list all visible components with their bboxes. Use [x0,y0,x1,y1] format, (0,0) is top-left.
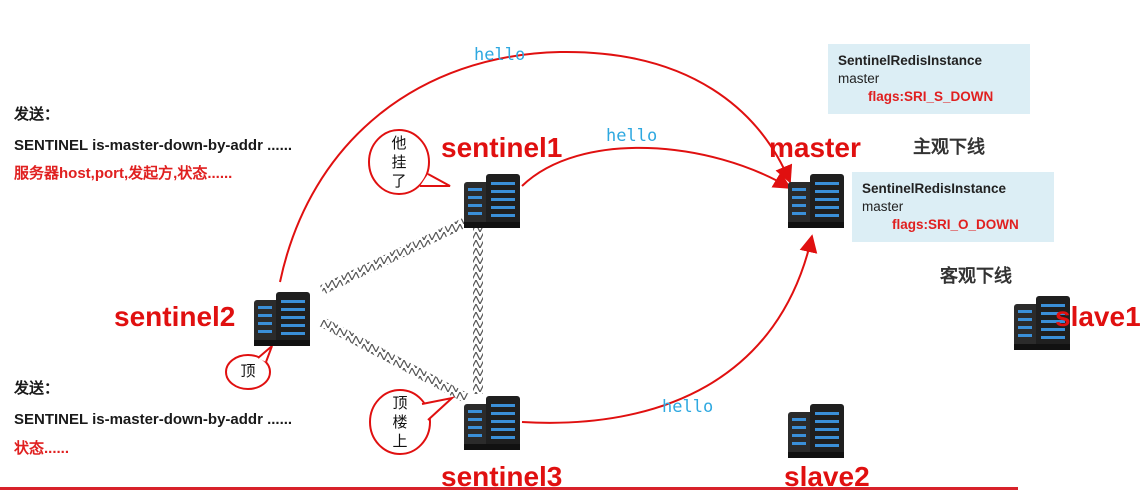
label-sentinel2: sentinel2 [114,301,236,332]
instance-flags: flags:SRI_S_DOWN [868,89,994,104]
bubble-char: 挂 [391,153,407,171]
note-top-params: 服务器host,port,发起方,状态...... [14,165,233,182]
hello-middle: hello [606,126,658,146]
instance-role: master [838,71,880,86]
arrow-sentinel2-master [279,50,793,283]
bubble-char: 顶 [392,394,408,412]
note-top-heading: 发送： [14,106,60,123]
hello-arrows [279,50,818,424]
bubble-char: 了 [391,172,407,190]
note-bottom-heading: 发送： [14,380,60,397]
label-master: master [769,132,861,163]
bubble-char: 顶 [240,362,256,380]
instance-box-subjective: SentinelRedisInstance master flags:SRI_S… [828,44,1030,114]
arrow-sentinel3-master [521,234,818,424]
bubble-sentinel1-text: 他 挂 了 [388,134,410,191]
note-bottom-params: 状态...... [14,440,70,457]
state-subjective-down: 主观下线 [913,137,985,158]
bubble-sentinel2-text: 顶 [237,362,259,381]
bottom-divider [0,487,1018,490]
arrow-sentinel1-master [521,146,792,189]
state-objective-down: 客观下线 [940,266,1012,287]
note-bottom-command: SENTINEL is-master-down-by-addr ...... [14,411,293,428]
speech-bubble-icon [225,129,456,455]
instance-class-name: SentinelRedisInstance [838,53,983,68]
instance-flags: flags:SRI_O_DOWN [892,217,1019,232]
instance-class-name: SentinelRedisInstance [862,181,1007,196]
label-slave1: slave1 [1055,301,1141,332]
bubble-char: 他 [391,134,407,152]
sentinel-links [319,217,483,403]
hello-top: hello [474,45,526,65]
bubble-sentinel3-text: 顶 楼 上 [389,394,411,451]
label-slave2: slave2 [784,461,870,492]
hello-bottom: hello [662,397,714,417]
label-sentinel1: sentinel1 [441,132,563,163]
bubble-char: 楼 [392,413,408,431]
link-s2-s3 [319,317,469,403]
instance-role: master [862,199,904,214]
note-top-command: SENTINEL is-master-down-by-addr ...... [14,137,293,154]
link-s2-s1 [319,217,469,295]
label-sentinel3: sentinel3 [441,461,563,492]
instance-box-objective: SentinelRedisInstance master flags:SRI_O… [852,172,1054,242]
bubble-char: 上 [392,432,408,450]
